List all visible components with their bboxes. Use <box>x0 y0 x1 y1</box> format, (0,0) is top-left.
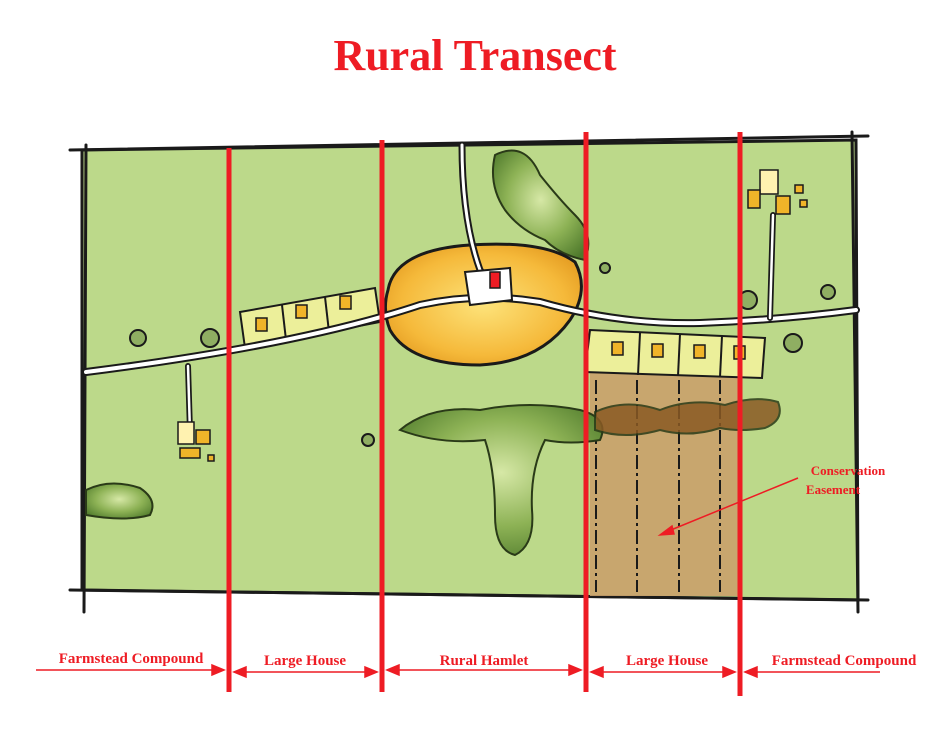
farmstead-west <box>177 421 215 462</box>
zone-arrows <box>36 663 880 679</box>
callout-label-line1: Conservation <box>811 463 886 478</box>
woodland <box>85 149 781 557</box>
woodland-west <box>85 482 154 520</box>
diagram-title: Rural Transect <box>333 31 617 80</box>
hamlet-square <box>463 266 514 307</box>
zone-label-5: Farmstead Compound <box>772 653 917 669</box>
callout-arrow <box>657 477 799 536</box>
woodland-strip-east <box>594 398 781 436</box>
zone-label-1: Farmstead Compound <box>59 651 204 667</box>
farmstead-east <box>747 169 808 215</box>
zone-label-4: Large House <box>626 653 708 669</box>
church-building <box>489 271 501 289</box>
zone-label-3: Rural Hamlet <box>440 653 529 669</box>
zone-dividers <box>226 132 743 696</box>
woodland-south <box>398 404 604 557</box>
shrubs <box>129 262 836 447</box>
zone-label-2: Large House <box>264 653 346 669</box>
callout-label-line2: Easement <box>806 482 861 497</box>
field-border <box>68 130 870 614</box>
